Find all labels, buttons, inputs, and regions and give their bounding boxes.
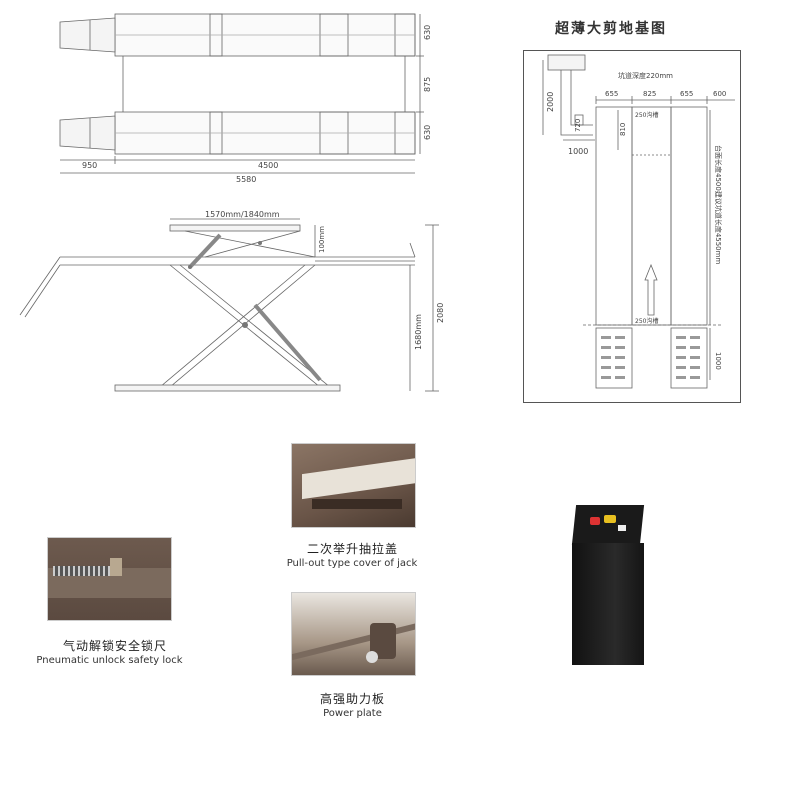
pull-out-cover-caption-en: Pull-out type cover of jack [286, 558, 418, 569]
length-note: 台面长度4500建议坑道长度4550mm [714, 145, 723, 264]
dim-2080: 2080 [436, 303, 445, 323]
dim-1000: 1000 [568, 147, 588, 156]
groove-bottom-label: 250沟槽 [635, 317, 658, 325]
pull-out-cover-photo [291, 443, 416, 528]
dim-1000-b: 1000 [714, 352, 722, 370]
power-plate-caption-en: Power plate [323, 708, 382, 719]
pit-depth-note: 坑道深度220mm [618, 71, 673, 80]
dim-630-b: 630 [423, 125, 432, 140]
dim-platform-length: 1570mm/1840mm [205, 210, 280, 219]
dim-4500: 4500 [258, 161, 278, 170]
dim-2000: 2000 [546, 92, 555, 112]
dim-655-a: 655 [605, 90, 618, 98]
dim-630-a: 630 [423, 25, 432, 40]
power-plate-photo [291, 592, 416, 676]
control-box-photo [568, 505, 648, 665]
dim-5580: 5580 [236, 175, 256, 184]
safety-lock-photo [47, 537, 172, 621]
dim-875: 875 [423, 77, 432, 92]
power-plate-caption-cn: 高强助力板 [319, 692, 385, 706]
dim-720: 720 [574, 119, 582, 132]
side-view-drawing: 1570mm/1840mm 100mm 1680mm 2080 [19, 210, 445, 392]
safety-lock-caption-cn: 气动解锁安全锁尺 [62, 639, 167, 653]
foundation-plan: 坑道深度220mm 2000 720 1000 655 825 655 600 … [523, 50, 741, 403]
dim-100mm: 100mm [318, 226, 326, 253]
pull-out-cover-caption-cn: 二次举升抽拉盖 [306, 542, 398, 556]
dim-655-b: 655 [680, 90, 693, 98]
groove-top-label: 250沟槽 [635, 111, 658, 119]
dim-810: 810 [619, 123, 627, 136]
top-view-drawing: 630 875 630 950 4500 5580 [59, 13, 432, 184]
dim-950: 950 [82, 161, 97, 170]
dim-1680mm: 1680mm [414, 314, 423, 350]
safety-lock-caption-en: Pneumatic unlock safety lock [36, 655, 183, 666]
dim-825: 825 [643, 90, 656, 98]
plan-title: 超薄大剪地基图 [555, 21, 667, 37]
dim-600: 600 [713, 90, 726, 98]
